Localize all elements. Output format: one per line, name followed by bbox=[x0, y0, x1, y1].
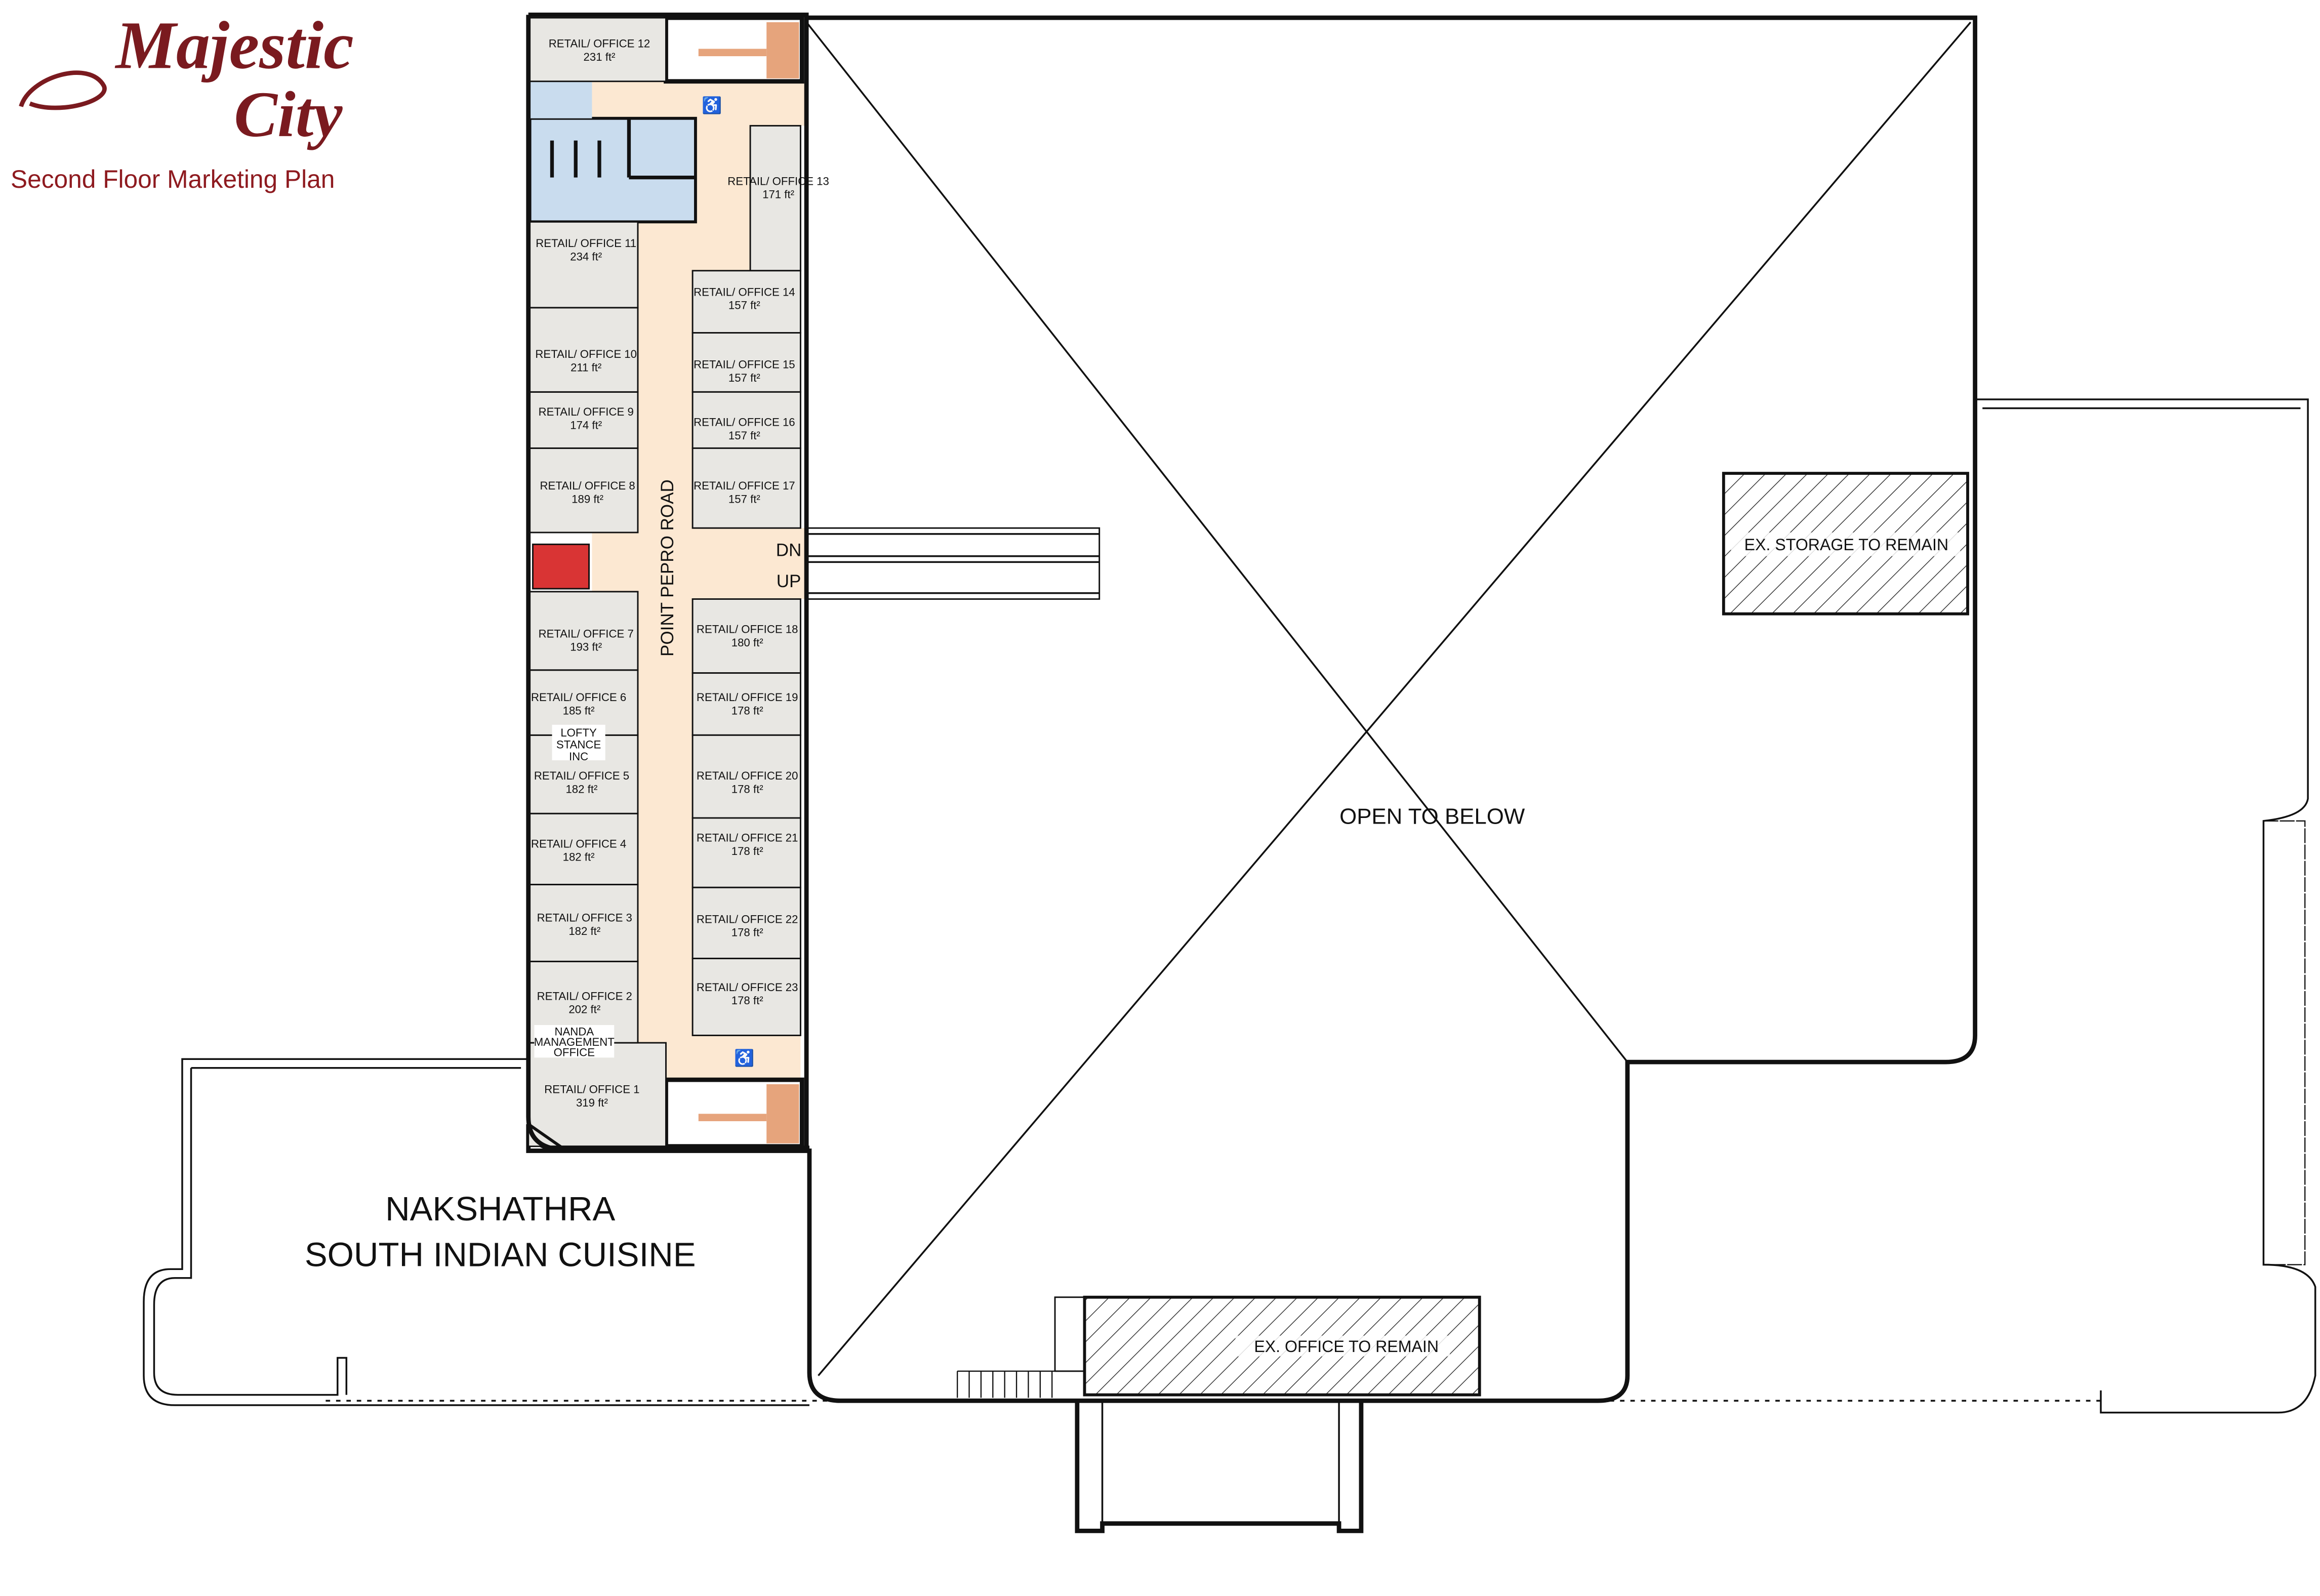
unit-name: RETAIL/ OFFICE 12 bbox=[549, 37, 650, 50]
unit-area: 178 ft² bbox=[731, 704, 763, 717]
unit-area: 189 ft² bbox=[572, 493, 603, 506]
unit-area: 202 ft² bbox=[568, 1003, 600, 1016]
bridge bbox=[805, 527, 1101, 600]
unit-room bbox=[527, 447, 639, 534]
unit-room bbox=[691, 270, 801, 334]
unit-name: RETAIL/ OFFICE 10 bbox=[535, 348, 637, 360]
svg-text:MANAGEMENT: MANAGEMENT bbox=[534, 1036, 615, 1048]
unit-area: 178 ft² bbox=[731, 845, 763, 857]
unit-name: RETAIL/ OFFICE 11 bbox=[536, 237, 636, 250]
unit-room bbox=[527, 307, 639, 393]
unit-area: 157 ft² bbox=[728, 429, 760, 442]
ex-office-label: EX. OFFICE TO REMAIN bbox=[1254, 1337, 1439, 1356]
unit-room bbox=[527, 221, 639, 309]
unit-area: 157 ft² bbox=[728, 299, 760, 312]
stair-up-label: UP bbox=[777, 571, 801, 591]
unit-name: RETAIL/ OFFICE 13 bbox=[727, 175, 829, 187]
unit-name: RETAIL/ OFFICE 22 bbox=[697, 913, 798, 925]
unit-area: 234 ft² bbox=[570, 250, 602, 263]
unit-room bbox=[527, 1042, 667, 1148]
svg-text:LOFTY: LOFTY bbox=[560, 726, 597, 739]
unit-name: RETAIL/ OFFICE 2 bbox=[537, 990, 632, 1002]
unit-area: 171 ft² bbox=[762, 188, 794, 201]
unit-room bbox=[527, 669, 639, 736]
svg-text:NANDA: NANDA bbox=[554, 1026, 594, 1038]
unit-room bbox=[691, 672, 801, 736]
restaurant-name: NAKSHATHRA bbox=[385, 1190, 615, 1228]
unit-name: RETAIL/ OFFICE 19 bbox=[697, 691, 798, 704]
unit-area: 180 ft² bbox=[731, 636, 763, 649]
logo: Majestic City bbox=[19, 8, 354, 150]
accessible-icon: ♿ bbox=[734, 1048, 754, 1068]
stair-bottom bbox=[664, 1077, 804, 1149]
unit-area: 157 ft² bbox=[728, 493, 760, 506]
unit-area: 174 ft² bbox=[570, 419, 602, 431]
svg-text:OFFICE: OFFICE bbox=[554, 1046, 595, 1058]
unit-area: 193 ft² bbox=[570, 641, 602, 653]
unit-name: RETAIL/ OFFICE 21 bbox=[697, 832, 798, 844]
unit-name: RETAIL/ OFFICE 16 bbox=[694, 416, 795, 429]
unit-room bbox=[749, 125, 801, 272]
unit-area: 319 ft² bbox=[576, 1096, 608, 1109]
unit-name: RETAIL/ OFFICE 17 bbox=[694, 479, 795, 492]
plan-title: Second Floor Marketing Plan bbox=[11, 165, 335, 193]
accessible-icon: ♿ bbox=[702, 96, 722, 115]
unit-room bbox=[691, 598, 801, 674]
unit-area: 182 ft² bbox=[563, 851, 595, 864]
stair-top bbox=[664, 15, 804, 84]
unit-area: 157 ft² bbox=[728, 372, 760, 384]
stair-down-label: DN bbox=[776, 541, 802, 560]
unit-area: 182 ft² bbox=[565, 783, 597, 795]
unit-name: RETAIL/ OFFICE 1 bbox=[544, 1083, 639, 1095]
unit-name: RETAIL/ OFFICE 15 bbox=[694, 358, 795, 371]
logo-city: City bbox=[234, 78, 343, 150]
restroom bbox=[528, 116, 697, 224]
restaurant-subtitle: SOUTH INDIAN CUISINE bbox=[305, 1236, 696, 1274]
tenant-lofty-stance: LOFTY STANCE INC bbox=[552, 724, 605, 763]
unit-name: RETAIL/ OFFICE 18 bbox=[697, 623, 798, 636]
unit-room bbox=[691, 886, 801, 960]
unit-area: 185 ft² bbox=[563, 704, 595, 717]
unit-area: 231 ft² bbox=[584, 51, 616, 63]
unit-name: RETAIL/ OFFICE 8 bbox=[540, 479, 635, 492]
corridor-label: POINT PEPRO ROAD bbox=[658, 479, 677, 657]
unit-room bbox=[527, 883, 639, 962]
restaurant-outline bbox=[143, 1058, 809, 1406]
unit-name: RETAIL/ OFFICE 20 bbox=[697, 769, 798, 782]
unit-area: 178 ft² bbox=[731, 994, 763, 1007]
unit-area: 182 ft² bbox=[568, 925, 600, 937]
unit-name: RETAIL/ OFFICE 23 bbox=[697, 981, 798, 994]
svg-text:STANCE: STANCE bbox=[556, 739, 601, 751]
unit-name: RETAIL/ OFFICE 6 bbox=[531, 691, 626, 704]
unit-name: RETAIL/ OFFICE 14 bbox=[694, 285, 795, 298]
fire-equipment bbox=[532, 543, 590, 590]
unit-area: 178 ft² bbox=[731, 926, 763, 939]
unit-room bbox=[691, 447, 801, 529]
unit-room bbox=[527, 391, 639, 449]
unit-name: RETAIL/ OFFICE 5 bbox=[534, 769, 629, 782]
unit-room bbox=[527, 17, 667, 83]
ex-storage-label: EX. STORAGE TO REMAIN bbox=[1744, 536, 1948, 554]
unit-area: 178 ft² bbox=[731, 783, 763, 795]
open-to-below-label: OPEN TO BELOW bbox=[1339, 804, 1525, 829]
unit-name: RETAIL/ OFFICE 4 bbox=[531, 837, 626, 850]
unit-name: RETAIL/ OFFICE 9 bbox=[539, 405, 634, 418]
unit-area: 211 ft² bbox=[571, 361, 601, 374]
unit-name: RETAIL/ OFFICE 3 bbox=[537, 911, 632, 924]
unit-room bbox=[691, 958, 801, 1036]
tenant-nanda-management: NANDA MANAGEMENT OFFICE bbox=[534, 1025, 615, 1058]
logo-majestic: Majestic bbox=[114, 8, 353, 83]
svg-text:INC: INC bbox=[569, 750, 588, 763]
unit-name: RETAIL/ OFFICE 7 bbox=[539, 627, 634, 640]
